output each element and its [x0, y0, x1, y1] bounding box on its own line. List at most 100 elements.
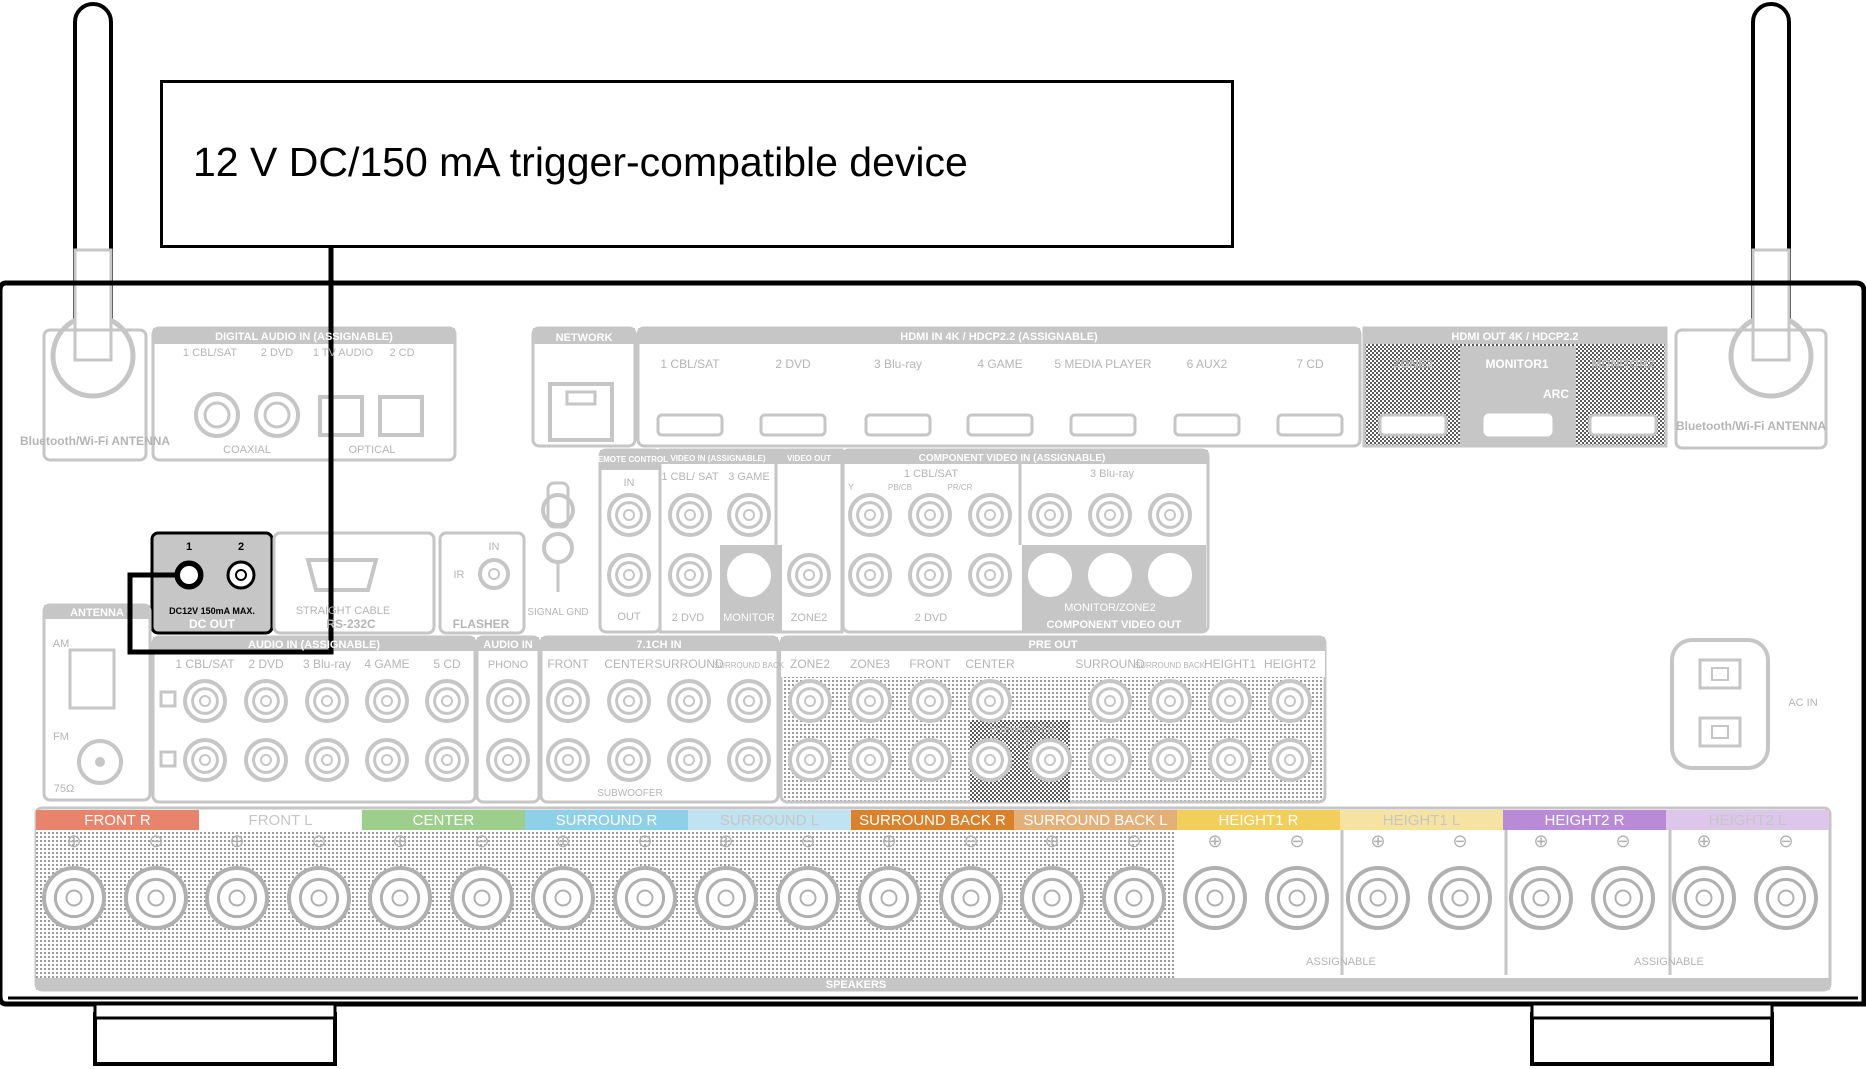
component-jack: [908, 493, 952, 537]
ch71-title: 7.1CH IN: [636, 639, 681, 651]
assignable-label-2: ASSIGNABLE: [1634, 956, 1704, 968]
component-jack: [968, 553, 1012, 597]
minus-icon: ⊖: [311, 831, 326, 851]
plus-icon: ⊕: [1207, 831, 1222, 851]
digital-audio-input-2: 2 DVD: [261, 347, 293, 359]
right-antenna: [1728, 2, 1814, 399]
video-jack: [607, 493, 651, 537]
speaker-terminal: [531, 866, 595, 930]
video-jack: [727, 553, 771, 597]
flasher-panel: [438, 531, 526, 635]
video-jack: [607, 553, 651, 597]
phono-jack: [486, 679, 530, 723]
component-out-label: MONITOR/ZONE2: [1064, 602, 1155, 614]
audio-in-panel: [151, 635, 780, 804]
video-jack: [668, 553, 712, 597]
hdmi-in-port-label: 3 Blu-ray: [874, 357, 922, 371]
coaxial-label: COAXIAL: [223, 444, 271, 456]
component-jack: [908, 553, 952, 597]
pre-out-jack: [1088, 738, 1132, 782]
component-jack: [848, 493, 892, 537]
pre-out-subwoofer-jack: [968, 738, 1012, 782]
video-out-monitor: MONITOR: [723, 612, 775, 624]
audio-in-jack: [183, 738, 227, 782]
speaker-group-header: [1503, 810, 1666, 830]
audio-in-assignable-title: AUDIO IN (ASSIGNABLE): [248, 639, 380, 651]
optical-label: OPTICAL: [348, 444, 395, 456]
speaker-terminal: [1183, 866, 1247, 930]
hdmi-in-port-label: 6 AUX2: [1187, 357, 1228, 371]
plus-icon: ⊕: [555, 831, 570, 851]
speaker-terminal: [450, 866, 514, 930]
video-jack: [787, 553, 831, 597]
audio-in-jack: [365, 679, 409, 723]
flasher-ir: IR: [454, 569, 465, 581]
audio-in-jack: [305, 738, 349, 782]
hdmi-in-port: [759, 413, 827, 437]
ac-in-label: AC IN: [1788, 697, 1817, 709]
video-in-port-1: 1 CBL/ SAT: [661, 471, 719, 483]
plus-icon: ⊕: [392, 831, 407, 851]
audio-in-jack: [365, 738, 409, 782]
minus-icon: ⊖: [800, 831, 815, 851]
dc-out-jack-1-label: 1: [186, 541, 192, 553]
component-jack: [848, 553, 892, 597]
pre-out-port-label: CENTER: [965, 657, 1015, 671]
pre-out-title: PRE OUT: [1029, 639, 1078, 651]
flasher-in: IN: [489, 541, 500, 553]
video-in-port-3: 3 GAME: [728, 471, 770, 483]
audio-in-port-label: 3 Blu-ray: [303, 657, 351, 671]
plus-icon: ⊕: [1696, 831, 1711, 851]
audio-in-jack: [425, 738, 469, 782]
minus-icon: ⊖: [1778, 831, 1793, 851]
speaker-terminal: [776, 866, 840, 930]
audio-in-port-label: 1 CBL/SAT: [175, 657, 235, 671]
rs232c-title: RS-232C: [326, 617, 376, 631]
audio-in-jack: [244, 738, 288, 782]
hdmi-in-port-label: 4 GAME: [977, 357, 1022, 371]
speaker-terminal: [1265, 866, 1329, 930]
speaker-group-label: SURROUND BACK L: [1023, 812, 1167, 829]
component-ch-pb: PB/CB: [888, 483, 912, 492]
hdmi-in-port: [966, 413, 1034, 437]
hdmi-in-port: [1276, 413, 1344, 437]
plus-icon: ⊕: [1533, 831, 1548, 851]
audio-in-jack: [305, 679, 349, 723]
speaker-terminal: [42, 866, 106, 930]
pre-out-sub-nums: 1 2: [1015, 738, 1029, 749]
speaker-group-label: CENTER: [413, 812, 475, 829]
pre-out-port-label: ZONE2: [790, 657, 830, 671]
speakers-panel: FRONT R⊕⊖FRONT L⊕⊖CENTER⊕⊖SURROUND R⊕⊖SU…: [34, 806, 1832, 992]
speaker-terminal: [1591, 866, 1655, 930]
trigger-device-label: 12 V DC/150 mA trigger-compatible device: [193, 139, 968, 185]
pre-out-port-label: SURROUND BACK: [1135, 661, 1206, 670]
speaker-group-label: FRONT R: [84, 812, 151, 829]
video-in-title: VIDEO IN (ASSIGNABLE): [670, 454, 765, 463]
left-foot: [93, 1012, 337, 1066]
component-jack: [1088, 553, 1132, 597]
trigger-device-box: 12 V DC/150 mA trigger-compatible device: [160, 80, 1234, 248]
network-title: NETWORK: [556, 332, 613, 344]
ch71-subwoofer: SUBWOOFER: [597, 788, 663, 799]
remote-out: OUT: [617, 611, 641, 623]
ch71-port-label: SURROUND BACK: [714, 661, 785, 670]
pre-out-jack: [788, 738, 832, 782]
speaker-terminal: [1346, 866, 1410, 930]
rs232c-cable-label: STRAIGHT CABLE: [296, 605, 391, 617]
ch71-jack: [546, 738, 590, 782]
ch71-port-label: FRONT: [547, 657, 589, 671]
hdmi-in-port-label: 1 CBL/SAT: [660, 357, 720, 371]
minus-icon: ⊖: [963, 831, 978, 851]
rs232c-panel: [272, 531, 436, 635]
speaker-terminal: [1754, 866, 1818, 930]
speaker-terminal: [857, 866, 921, 930]
video-in-port-2: 2 DVD: [672, 612, 704, 624]
minus-icon: ⊖: [1289, 831, 1304, 851]
speaker-terminal: [694, 866, 758, 930]
digital-audio-input-3: 1 TV AUDIO: [313, 347, 374, 359]
dc-out-rating: DC12V 150mA MAX.: [169, 606, 255, 616]
hdmi-out-title: HDMI OUT 4K / HDCP2.2: [1451, 331, 1578, 343]
speaker-terminal: [287, 866, 351, 930]
speaker-group-header: [1177, 810, 1340, 830]
